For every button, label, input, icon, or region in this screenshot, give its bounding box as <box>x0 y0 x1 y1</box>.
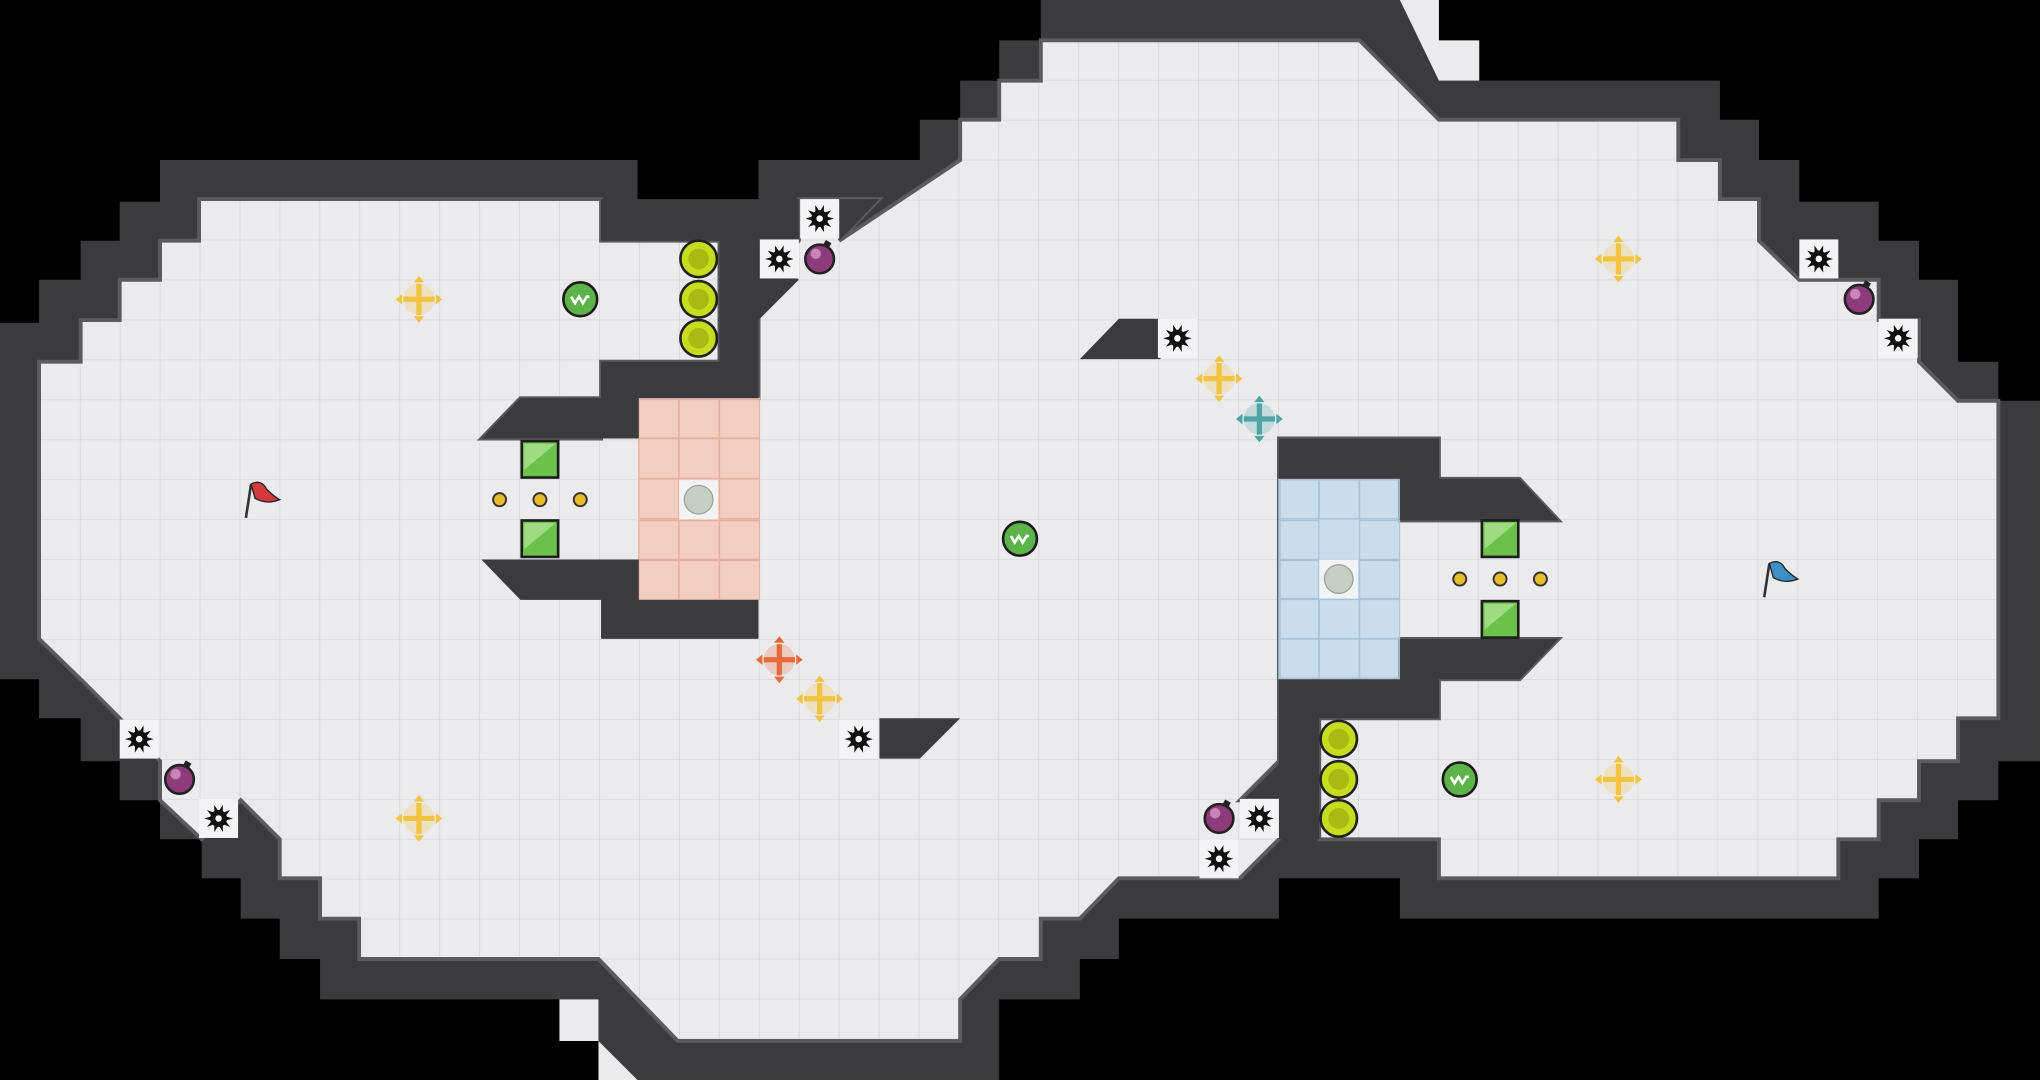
gear-icon <box>1163 324 1192 352</box>
boost-red-icon <box>755 636 803 684</box>
inner-wall <box>839 199 880 241</box>
pad-icon <box>679 318 719 358</box>
endzone-tile <box>718 558 761 601</box>
button-icon <box>1532 571 1548 587</box>
boost-icon <box>1595 756 1642 803</box>
spawn-marker-icon <box>679 480 719 520</box>
boost-icon <box>1595 235 1642 283</box>
bomb-icon <box>804 239 836 275</box>
pad-icon <box>1319 798 1359 838</box>
endzone-tile <box>1358 638 1401 680</box>
powerup-icon <box>562 281 599 318</box>
inner-wall <box>1278 438 1559 521</box>
endzone-tile <box>1358 558 1401 601</box>
pad-icon <box>679 239 719 279</box>
endzone-tile <box>1278 519 1320 562</box>
boost-icon <box>1195 355 1243 403</box>
inner-wall <box>1079 318 1161 360</box>
inner-wall <box>601 199 799 362</box>
endzone-tile <box>638 478 680 520</box>
boost-icon <box>395 795 443 842</box>
gear-icon <box>1883 324 1913 352</box>
button-icon <box>1492 571 1508 587</box>
button-icon <box>532 492 548 508</box>
gear-icon <box>1804 245 1834 273</box>
gear-icon <box>1204 845 1234 873</box>
gate-icon <box>520 519 560 559</box>
inner-wall <box>481 559 759 639</box>
button-icon <box>492 492 508 508</box>
endzone-tile <box>718 519 761 562</box>
button-icon <box>1452 571 1468 587</box>
powerup-icon <box>1441 761 1478 798</box>
powerup-icon <box>1001 520 1039 557</box>
gear-icon <box>1245 804 1274 833</box>
boost-blue-icon <box>1235 395 1283 443</box>
boost-icon <box>796 675 844 723</box>
bomb-icon <box>163 760 196 796</box>
inner-wall <box>481 361 759 439</box>
gear-icon <box>805 204 834 233</box>
gear-icon <box>124 725 154 753</box>
gate-icon <box>520 439 560 479</box>
inner-wall <box>1278 638 1559 719</box>
endzone-tile <box>718 478 761 520</box>
gear-icon <box>765 245 794 273</box>
floor-notch <box>1399 0 1480 81</box>
boost-icon <box>395 275 443 323</box>
endzone-tile <box>1358 519 1401 562</box>
gear-icon <box>844 725 873 753</box>
button-icon <box>572 492 588 508</box>
pad-icon <box>679 279 719 319</box>
inner-wall <box>1278 718 1320 840</box>
gate-icon <box>1480 599 1520 639</box>
spawn-marker-icon <box>1319 559 1359 599</box>
red-flag-icon <box>244 481 282 519</box>
gear-icon <box>204 804 233 833</box>
gate-icon <box>1480 519 1520 559</box>
bomb-icon <box>1203 799 1235 835</box>
bomb-icon <box>1843 280 1875 315</box>
blue-flag-icon <box>1762 561 1800 598</box>
floor-notch <box>559 999 638 1080</box>
pad-icon <box>1319 719 1359 759</box>
inner-wall <box>879 718 961 759</box>
pad-icon <box>1319 759 1359 799</box>
